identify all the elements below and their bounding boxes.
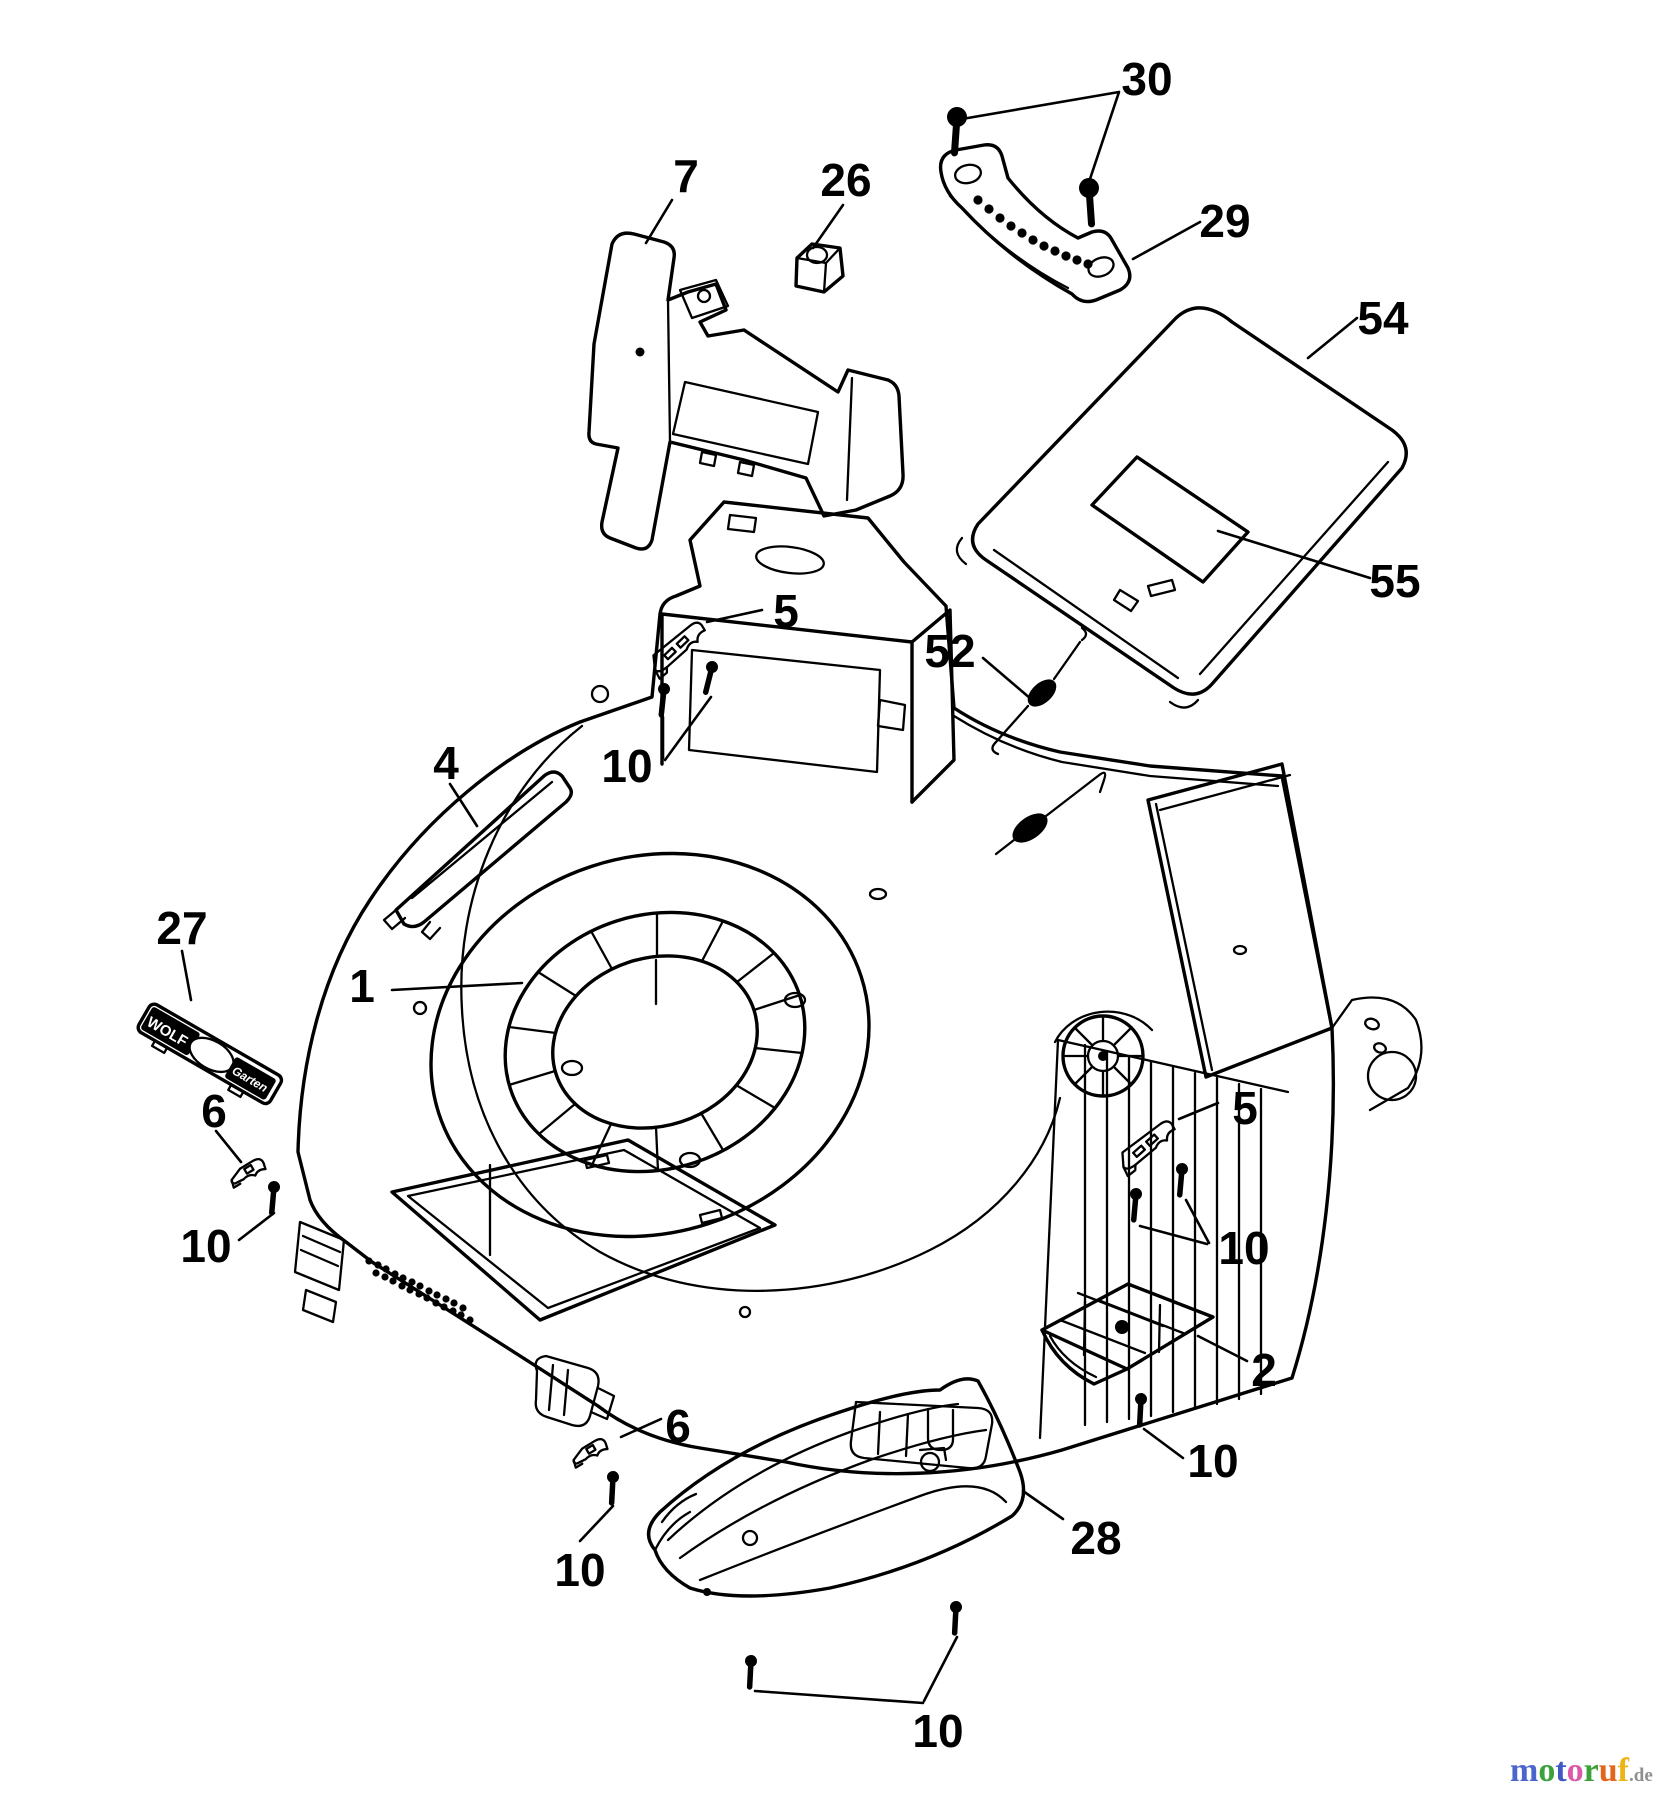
screw-icon: [1134, 1393, 1148, 1426]
callout-10-bottom: 10: [912, 1705, 963, 1757]
part-4-trim-strip: [382, 770, 574, 941]
callout-55: 55: [1369, 555, 1420, 607]
part-54-rear-flap: [955, 306, 1408, 709]
part-6-clip-left: [227, 1157, 269, 1189]
part-55-label-sticker: [1090, 455, 1250, 584]
callout-labels: 30 7 26 29 54 55 5 52 4 10 27 1 6 5 10 1…: [156, 53, 1420, 1757]
callout-10-top: 10: [601, 740, 652, 792]
logo-letter: r: [1583, 1752, 1599, 1789]
rear-plate: [1146, 762, 1334, 1079]
callout-27: 27: [156, 902, 207, 954]
part-1-mower-deck: [293, 500, 1423, 1476]
callout-28: 28: [1070, 1512, 1121, 1564]
part-6-clip-bottom: [569, 1437, 611, 1469]
callout-26: 26: [820, 154, 871, 206]
leader-lines: [180, 90, 1372, 1705]
rear-motor-box: [660, 513, 956, 804]
callout-2: 2: [1251, 1344, 1277, 1396]
part-2-vent-grille: [1040, 1282, 1215, 1386]
part-26-square-nut: [794, 242, 845, 294]
callout-6-left: 6: [201, 1085, 227, 1137]
screw-icon: [945, 106, 968, 153]
right-wheel-bracket: [1330, 996, 1423, 1112]
front-right-bracket: [534, 1354, 616, 1428]
callout-6-bottom: 6: [665, 1400, 691, 1452]
callout-7: 7: [673, 150, 699, 202]
logo-letter: t: [1555, 1752, 1567, 1789]
screw-icon: [266, 1180, 281, 1213]
screw-icon: [949, 1601, 963, 1634]
adjuster-gear-wheel: [1053, 1010, 1154, 1098]
front-panel: [365, 1138, 777, 1324]
grip-teeth: [973, 195, 1093, 269]
logo-letter: u: [1598, 1752, 1618, 1789]
callout-10-grille: 10: [1187, 1435, 1238, 1487]
part-52-tension-spring: [991, 626, 1088, 756]
screw-icon: [1078, 177, 1101, 224]
mounted-spring: [994, 771, 1107, 856]
part-28-deflector: [646, 1377, 1026, 1598]
callout-10-left: 10: [180, 1220, 231, 1272]
screw-icon: [655, 682, 670, 715]
screw-icon: [1174, 1162, 1189, 1195]
front-left-bracket: [293, 1220, 346, 1324]
part-29-handle-grip: [938, 143, 1132, 304]
screw-icon: [606, 1471, 620, 1504]
callout-10-bottom-left: 10: [554, 1544, 605, 1596]
motoruf-watermark-logo: motoruf.de: [1510, 1752, 1670, 1790]
logo-letter: o: [1566, 1752, 1584, 1789]
callout-1: 1: [349, 960, 375, 1012]
callout-4: 4: [433, 737, 459, 789]
callout-52: 52: [924, 625, 975, 677]
callout-29: 29: [1199, 195, 1250, 247]
part-7-handle-bracket: [587, 231, 905, 551]
callout-54: 54: [1357, 292, 1409, 344]
callout-5-top: 5: [773, 585, 799, 637]
callout-10-right: 10: [1218, 1222, 1269, 1274]
logo-letter: f: [1617, 1752, 1629, 1789]
logo-suffix: .de: [1629, 1765, 1653, 1786]
callout-5-right: 5: [1232, 1082, 1258, 1134]
logo-letter: o: [1538, 1752, 1556, 1789]
screw-icon: [744, 1655, 758, 1688]
logo-letter: m: [1510, 1752, 1539, 1789]
vent-dots: [365, 1257, 474, 1324]
screw-icon: [700, 660, 719, 694]
callout-30: 30: [1121, 53, 1172, 105]
